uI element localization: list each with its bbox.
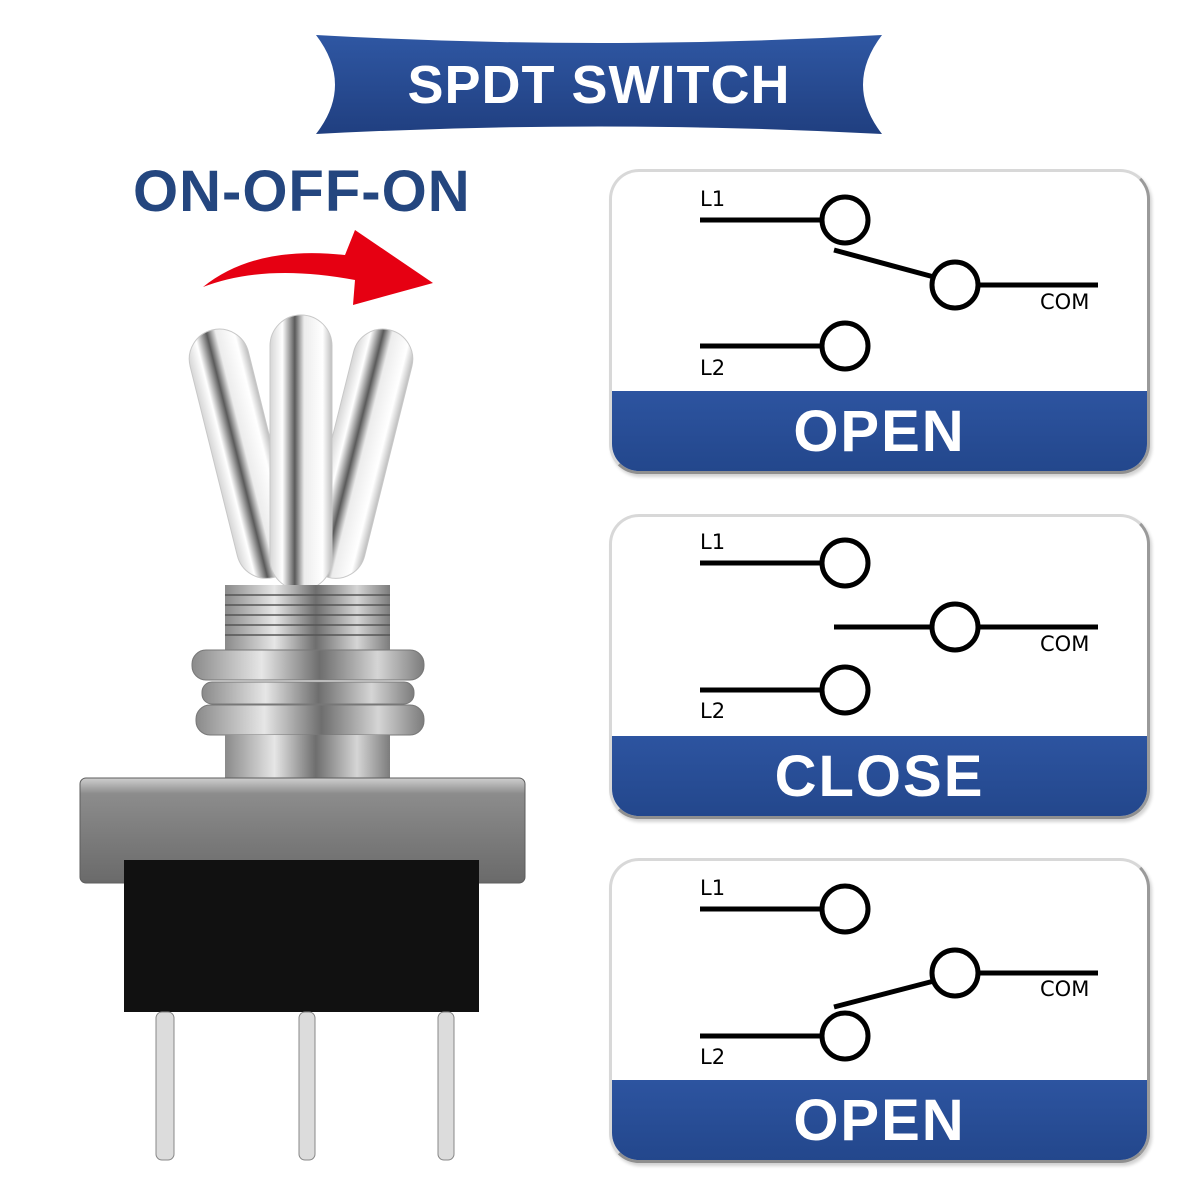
curved-arrow-right-icon (203, 230, 433, 305)
terminal-label-com: COM (1040, 977, 1090, 1001)
schematic-diagram (700, 537, 1098, 716)
washer (201, 681, 415, 705)
terminal-label-l1: L1 (700, 187, 726, 211)
state-card: L1 L2 COM OPEN (609, 858, 1150, 1163)
hex-nut (191, 649, 425, 681)
title-banner: SPDT SWITCH (314, 33, 884, 136)
state-label-bar: OPEN (612, 1080, 1147, 1160)
toggle-switch-photo (79, 314, 526, 1161)
schematic-diagram (700, 194, 1098, 372)
ribbon-shape (316, 35, 882, 134)
state-label: OPEN (793, 1087, 966, 1153)
terminal-label-l2: L2 (700, 699, 726, 723)
state-card: L1 L2 COM OPEN (609, 169, 1150, 474)
state-label-bar: OPEN (612, 391, 1147, 471)
state-label: CLOSE (774, 743, 985, 809)
schematic-diagram (700, 883, 1098, 1062)
terminal-label-l1: L1 (700, 530, 726, 554)
terminal-pin (298, 1011, 316, 1161)
terminal-pin (155, 1011, 175, 1161)
page-title: SPDT SWITCH (407, 54, 791, 115)
terminal-label-com: COM (1040, 290, 1090, 314)
terminal-label-l2: L2 (700, 1045, 726, 1069)
state-card: L1 L2 COM CLOSE (609, 514, 1150, 819)
terminal-label-l1: L1 (700, 876, 726, 900)
state-label-bar: CLOSE (612, 736, 1147, 816)
state-label: OPEN (793, 398, 966, 464)
switch-housing (124, 860, 479, 1012)
hex-nut (195, 704, 425, 736)
toggle-lever-center (269, 314, 333, 591)
terminal-label-com: COM (1040, 632, 1090, 656)
terminal-label-l2: L2 (700, 356, 726, 380)
mode-label: ON-OFF-ON (133, 159, 471, 224)
terminal-pin (437, 1011, 455, 1161)
threaded-bushing (225, 585, 390, 650)
